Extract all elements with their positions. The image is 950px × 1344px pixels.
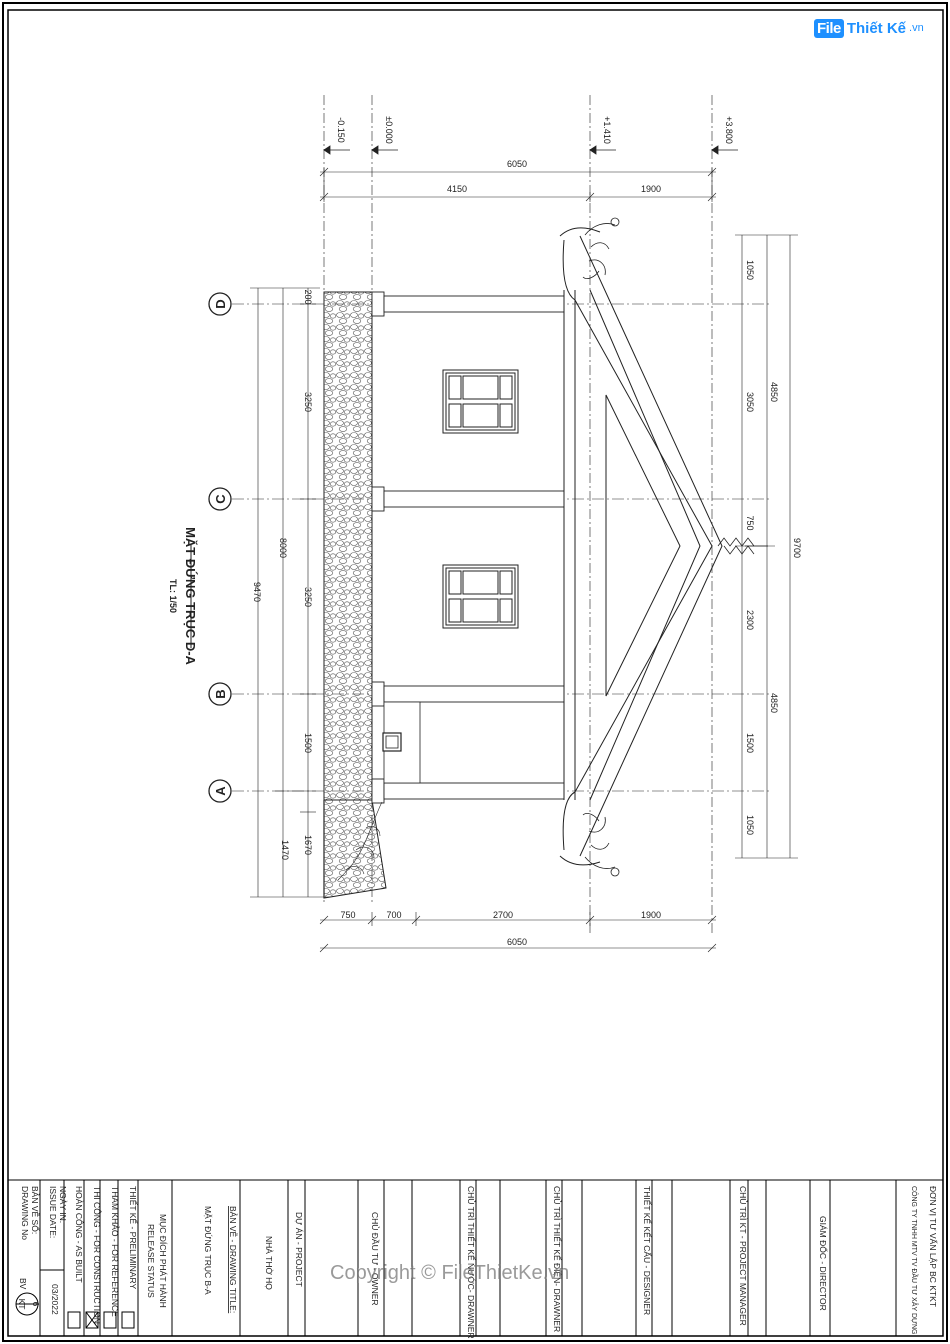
dim-right-half-1: 4850	[769, 382, 779, 402]
tb-status-4: HOÀN CÔNG - AS BUILT	[74, 1186, 84, 1283]
tb-drawing-no-label-en: DRAWING No	[20, 1186, 30, 1240]
stone-plinth	[323, 291, 373, 801]
dim-left-span-6: 1470	[280, 840, 290, 860]
window-lower	[442, 564, 519, 629]
level-label-4: +3.800	[724, 116, 734, 144]
dim-right-span-3: 750	[745, 515, 755, 530]
stair-ornament	[337, 801, 383, 881]
left-dimensions	[250, 287, 330, 898]
dim-left-span-1: 200	[303, 289, 313, 304]
top-dimensions	[319, 167, 717, 202]
tb-title-label: BẢN VẼ - DRAWING TITLE:	[228, 1206, 239, 1313]
checkbox-reference	[103, 1311, 117, 1329]
dim-left-overall: 9470	[252, 582, 262, 602]
logo-text: Thiết Kế	[846, 19, 907, 37]
tb-status-1: THIẾT KẾ - PRELIMINARY	[128, 1186, 138, 1289]
axis-label-d: D	[213, 299, 228, 308]
tb-project-name: NHÀ THỜ HỌ	[264, 1236, 274, 1290]
dim-left-span-2: 3250	[303, 392, 313, 412]
tb-drawing-no-code: KT	[17, 1299, 27, 1310]
dim-bottom-1: 750	[340, 910, 355, 920]
dim-right-span-2: 3050	[745, 392, 755, 412]
dim-right-overall: 9700	[792, 538, 802, 558]
tb-project-manager: CHỦ TRÌ KT - PROJECT MANAGER	[738, 1186, 749, 1326]
tb-company-label: ĐƠN VỊ TƯ VẤN LẬP BC KTKT	[928, 1186, 938, 1307]
tb-title-value: MẶT ĐỨNG TRỤC B-A	[203, 1206, 213, 1295]
level-lines	[323, 95, 713, 935]
window-upper	[442, 369, 519, 434]
door-frame	[382, 701, 421, 784]
tb-drawner-2: CHỦ TRÌ THIẾT KẾ NƯỚC- DRAWNER	[466, 1186, 477, 1339]
tb-drawing-no-num: 6	[31, 1302, 41, 1307]
dim-bottom-4: 1900	[641, 910, 661, 920]
site-logo: File Thiết Kế .vn	[814, 14, 924, 42]
tb-drawner-1: CHỦ TRÌ THIẾT KẾ ĐIỆN- DRAWNER	[552, 1186, 563, 1332]
checkbox-preliminary	[121, 1311, 135, 1329]
dim-left-span-3: 3250	[303, 587, 313, 607]
checkbox-construction	[85, 1311, 99, 1329]
dim-right-span-6: 1050	[745, 815, 755, 835]
tb-company-name: CÔNG TY TNHH MTV TV ĐẦU TƯ XÂY DỰNG	[910, 1186, 920, 1334]
dim-left-span-5: 1670	[303, 835, 313, 855]
tb-drawing-no-label: BẢN VẼ SỐ:	[30, 1186, 41, 1234]
dim-top-right: 1900	[641, 184, 661, 194]
inner-border	[7, 9, 944, 1337]
bottom-dimensions	[319, 912, 717, 953]
tb-status-2: THAM KHẢO - FOR REFERENCE	[110, 1186, 121, 1317]
level-label-2: ±0.000	[384, 116, 394, 143]
dim-right-span-4: 2300	[745, 610, 755, 630]
tb-owner: CHỦ ĐẦU TƯ - OWNER	[370, 1212, 381, 1306]
dim-right-span-1: 1050	[745, 260, 755, 280]
dim-bottom-total: 6050	[507, 937, 527, 947]
tb-issue-date: 03/2022	[50, 1284, 60, 1315]
columns	[371, 291, 565, 804]
tb-purpose-2: RELEASE STATUS	[146, 1224, 156, 1298]
tb-purpose-1: MỤC ĐÍCH PHÁT HÀNH	[158, 1214, 168, 1308]
tb-project-label: DỰ ÁN - PROJECT	[294, 1212, 304, 1287]
logo-suffix: .vn	[909, 22, 924, 34]
level-markers	[323, 145, 738, 155]
dim-right-half-2: 4850	[769, 693, 779, 713]
dim-left-grid: 8000	[278, 538, 288, 558]
roof	[559, 227, 723, 866]
checkbox-as-built	[67, 1311, 81, 1329]
dim-top-total: 6050	[507, 159, 527, 169]
axis-label-b: B	[213, 689, 228, 698]
drawing-scale: TL: 1/50	[168, 579, 178, 613]
logo-mark: File	[814, 18, 844, 38]
tb-drawing-no-prefix: BV	[18, 1278, 28, 1290]
dim-left-span-4: 1500	[303, 733, 313, 753]
dim-bottom-2: 700	[386, 910, 401, 920]
right-dimensions	[735, 234, 798, 859]
tb-director: GIÁM ĐỐC - DIRECTOR	[818, 1216, 829, 1311]
tb-status-3: THI CÔNG - FOR CONSTRUCTION	[92, 1186, 102, 1324]
axis-label-c: C	[213, 494, 228, 504]
dim-right-span-5: 1500	[745, 733, 755, 753]
tb-designer: THIẾT KẾ KẾT CẤU - DESIGNER	[642, 1186, 652, 1315]
roof-ornaments	[582, 217, 768, 877]
dim-bottom-3: 2700	[493, 910, 513, 920]
axis-bubbles	[208, 292, 232, 803]
axis-label-a: A	[213, 786, 228, 796]
elevation-drawing	[208, 95, 798, 953]
tb-issue-label-en: ISSUE DATE:	[48, 1186, 58, 1238]
title-block	[8, 1179, 943, 1336]
dim-top-left: 4150	[447, 184, 467, 194]
watermark: Copyright © FileThietKe.vn	[330, 1262, 570, 1284]
level-label-1: -0.150	[336, 117, 346, 143]
level-label-3: +1.410	[602, 116, 612, 144]
tb-issue-label: NGÀY IN:	[58, 1186, 68, 1223]
